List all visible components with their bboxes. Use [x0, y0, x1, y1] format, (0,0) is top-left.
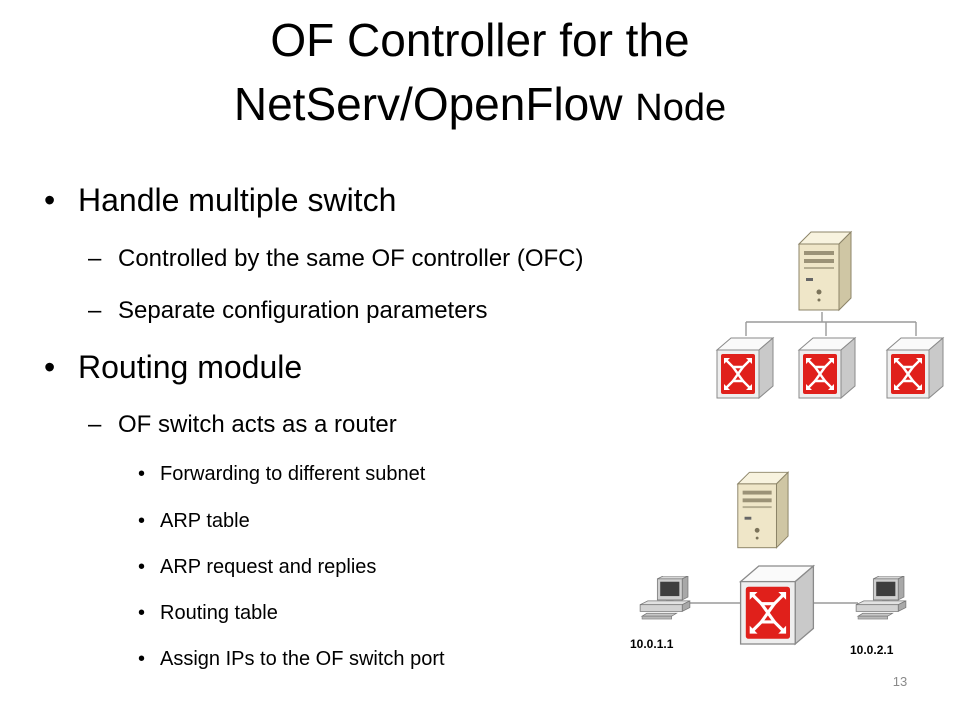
- top-topology: [715, 231, 945, 400]
- sub-sub-bullet-item: • ARP request and replies: [138, 556, 377, 579]
- bullet-marker: •: [138, 648, 146, 670]
- sub-bullet-item: – Controlled by the same OF controller (…: [88, 245, 584, 273]
- bullet-text: Handle multiple switch: [78, 182, 397, 218]
- slide-title: OF Controller for the NetServ/OpenFlow N…: [60, 8, 900, 140]
- bullet-marker: •: [44, 182, 56, 218]
- server-icon: [737, 471, 789, 549]
- sub-sub-bullet-text: ARP table: [160, 510, 250, 532]
- bullet-marker: •: [44, 349, 56, 385]
- dash-marker: –: [88, 297, 102, 324]
- bullet-marker: •: [138, 556, 146, 578]
- sub-bullet-item: – OF switch acts as a router: [88, 411, 397, 439]
- desktop-computer-icon: [639, 576, 691, 620]
- sub-sub-bullet-item: • ARP table: [138, 510, 250, 533]
- switch-icon: [797, 336, 857, 400]
- sub-sub-bullet-item: • Forwarding to different subnet: [138, 463, 426, 486]
- switch-icon: [885, 336, 945, 400]
- bullet-marker: •: [138, 463, 146, 485]
- title-line-2: NetServ/OpenFlow Node: [60, 72, 900, 140]
- sub-sub-bullet-item: • Routing table: [138, 602, 278, 625]
- bottom-topology: 10.0.1.1 10.0.2.1: [630, 471, 907, 657]
- switch-icon: [715, 336, 775, 400]
- sub-bullet-text: OF switch acts as a router: [118, 411, 397, 438]
- bullet-item: • Handle multiple switch: [44, 182, 397, 219]
- sub-sub-bullet-item: • Assign IPs to the OF switch port: [138, 648, 445, 671]
- page-number: 13: [892, 674, 908, 689]
- bullet-item: • Routing module: [44, 349, 303, 386]
- left-host-ip-label: 10.0.1.1: [630, 637, 674, 651]
- server-icon: [798, 231, 852, 311]
- title-line-2-main: NetServ/OpenFlow: [233, 78, 623, 130]
- sub-bullet-item: – Separate configuration parameters: [88, 297, 488, 325]
- desktop-computer-icon: [855, 576, 907, 620]
- dash-marker: –: [88, 245, 102, 272]
- bullet-marker: •: [138, 602, 146, 624]
- sub-bullet-text: Separate configuration parameters: [118, 297, 488, 324]
- dash-marker: –: [88, 411, 102, 438]
- title-line-1: OF Controller for the: [270, 14, 690, 66]
- sub-sub-bullet-text: Forwarding to different subnet: [160, 463, 426, 485]
- sub-sub-bullet-text: ARP request and replies: [160, 556, 377, 578]
- bullet-text: Routing module: [78, 349, 303, 385]
- switch-icon: [738, 564, 816, 646]
- right-host-ip-label: 10.0.2.1: [850, 643, 894, 657]
- sub-sub-bullet-text: Assign IPs to the OF switch port: [160, 648, 445, 670]
- title-line-2-small: Node: [635, 87, 727, 129]
- sub-bullet-text: Controlled by the same OF controller (OF…: [118, 245, 584, 272]
- connection-lines: [745, 312, 917, 336]
- sub-sub-bullet-text: Routing table: [160, 602, 278, 624]
- bullet-marker: •: [138, 510, 146, 532]
